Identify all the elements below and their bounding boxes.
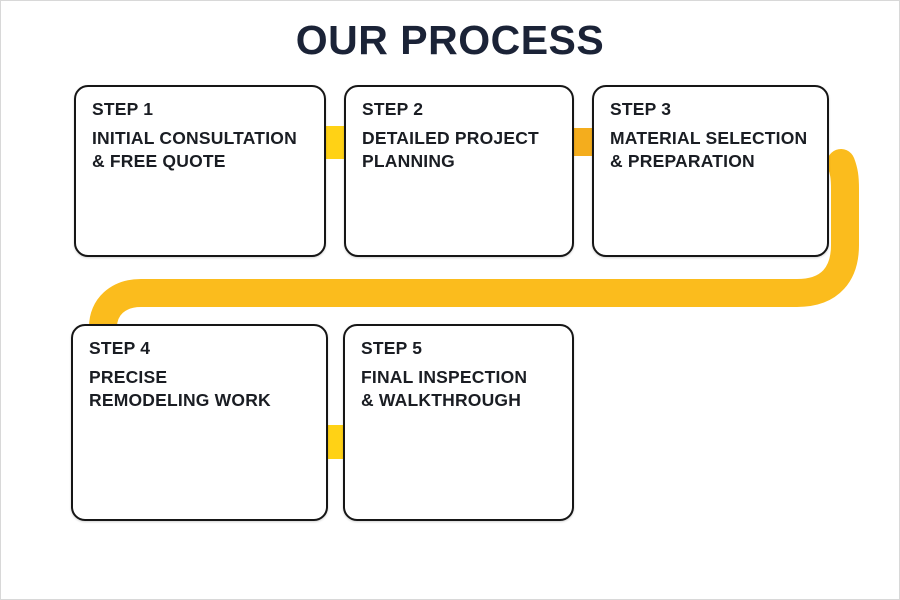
step-5-card: STEP 5 FINAL INSPECTION & WALKTHROUGH xyxy=(343,324,574,521)
step-5-title-line-2: & WALKTHROUGH xyxy=(361,390,522,410)
step-1-card: STEP 1 INITIAL CONSULTATION & FREE QUOTE xyxy=(74,85,326,257)
step-2-card: STEP 2 DETAILED PROJECT PLANNING xyxy=(344,85,574,257)
step-3-title-line-1: MATERIAL SELECTION xyxy=(610,128,808,148)
step-1-title-line-1: INITIAL CONSULTATION xyxy=(92,128,297,148)
step-5-label: STEP 5 xyxy=(361,338,423,358)
step-4-title-line-2: REMODELING WORK xyxy=(89,390,271,410)
step-4-label: STEP 4 xyxy=(89,338,151,358)
step-1-title-line-2: & FREE QUOTE xyxy=(92,151,226,171)
step-2-title-line-2: PLANNING xyxy=(362,151,455,171)
step-3-card: STEP 3 MATERIAL SELECTION & PREPARATION xyxy=(592,85,829,257)
step-4-card: STEP 4 PRECISE REMODELING WORK xyxy=(71,324,328,521)
step-4-title-line-1: PRECISE xyxy=(89,367,168,387)
step-5-title-line-1: FINAL INSPECTION xyxy=(361,367,528,387)
step-1-label: STEP 1 xyxy=(92,99,154,119)
step-2-label: STEP 2 xyxy=(362,99,424,119)
step-2-title-line-1: DETAILED PROJECT xyxy=(362,128,539,148)
step-3-label: STEP 3 xyxy=(610,99,672,119)
step-3-title-line-2: & PREPARATION xyxy=(610,151,755,171)
page-title: OUR PROCESS xyxy=(295,17,605,63)
ribbon-connector-step3-to-step4 xyxy=(89,149,859,355)
